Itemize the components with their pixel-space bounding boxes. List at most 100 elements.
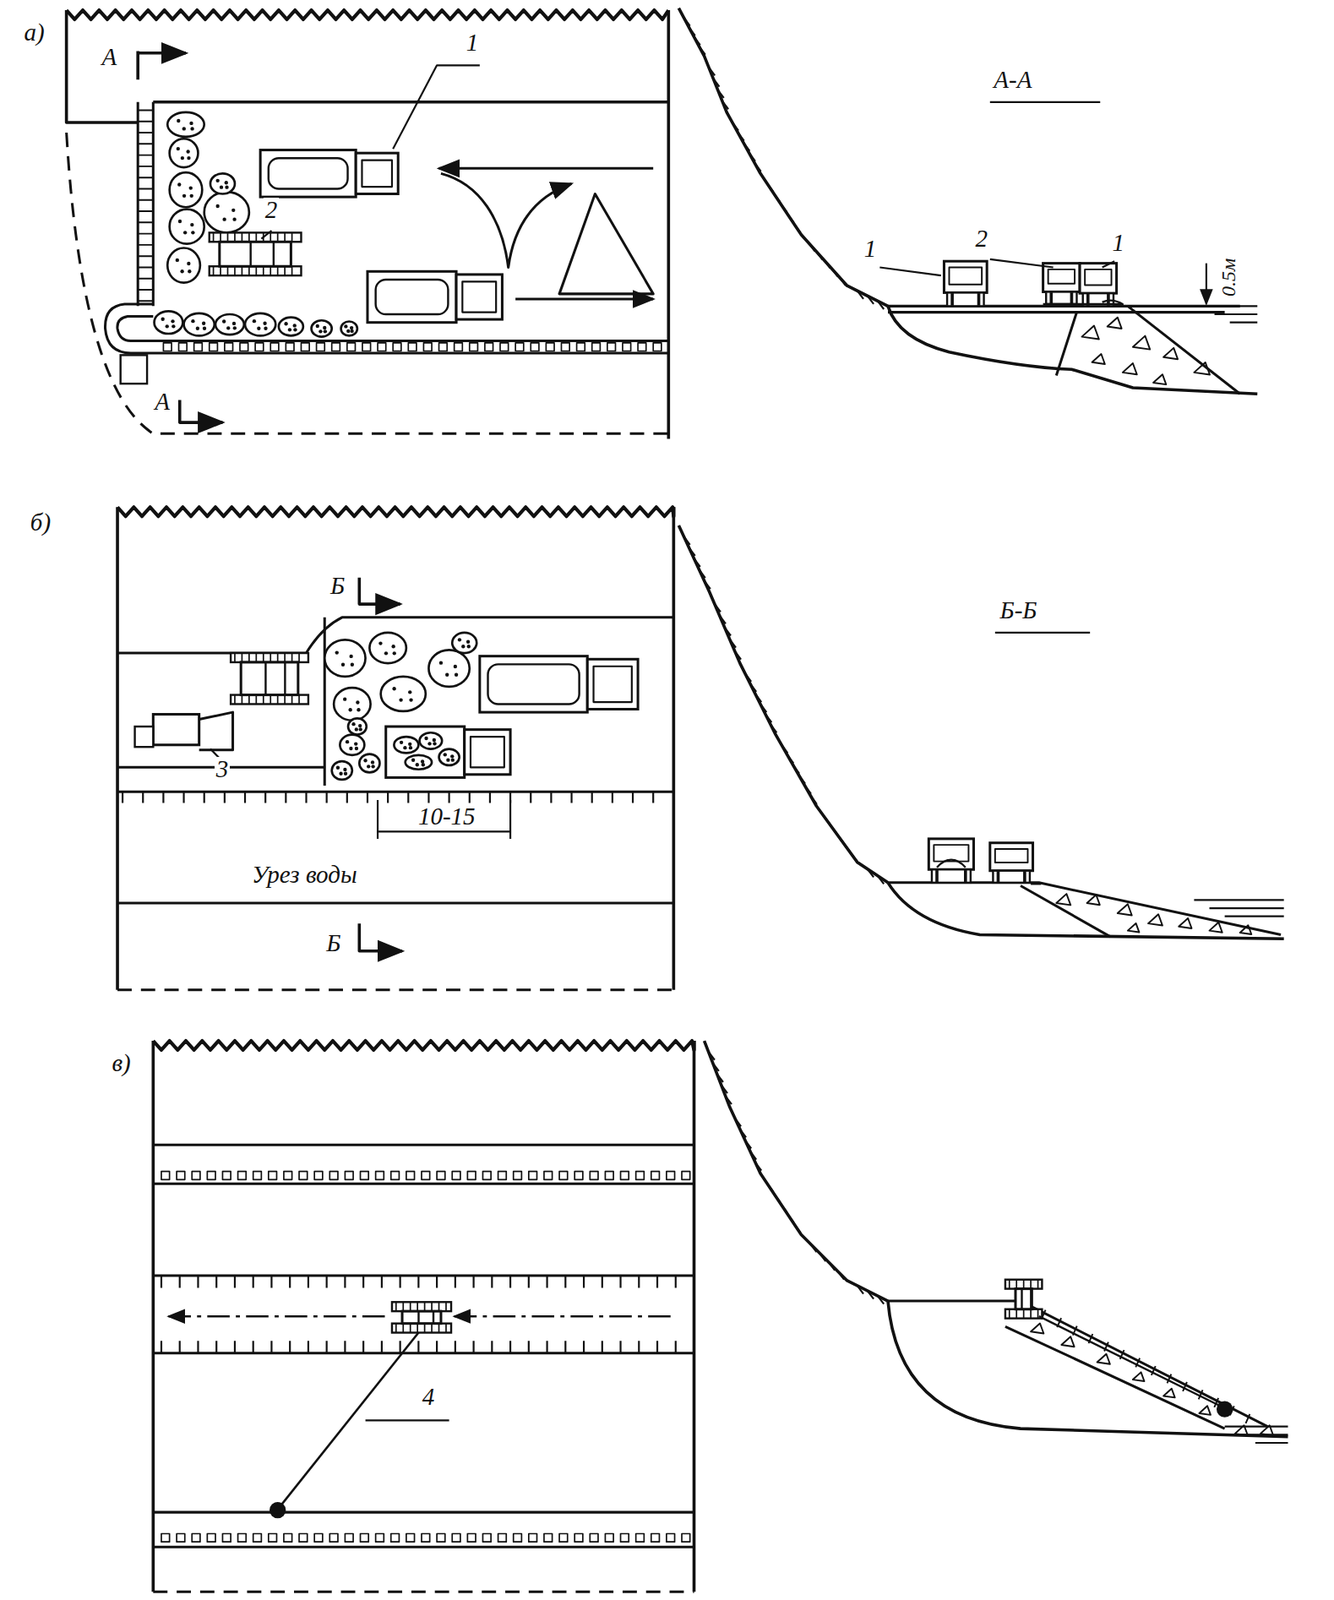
vehicle-chassis [931,869,971,883]
stone-dot [335,650,339,654]
cab-window [462,281,496,312]
stone [215,314,245,335]
vehicle-chassis [992,871,1030,883]
stone-dot [411,758,415,763]
stone-dot [170,319,175,323]
cab-window [470,736,505,768]
plan-boundary [117,988,674,991]
leader-line [1102,261,1115,267]
vehicle-chassis [1045,291,1077,304]
slope-line [704,1040,888,1302]
stone-dot [408,690,412,694]
callout-label: А [152,389,172,414]
stone-dot [262,321,267,326]
plan-outline [66,10,670,439]
stone-dot [392,651,397,655]
edge-blocks [161,1533,691,1542]
stone-dot [349,329,354,333]
stone-dot [443,752,447,757]
stone-dot [466,640,470,644]
truck-body [479,656,588,713]
cable-weight [1216,1400,1233,1417]
vehicle-wheels [952,292,979,306]
rock-fragment [1127,923,1140,933]
rock-fragment [1132,336,1150,350]
stone-dot [354,727,359,731]
stone-dot [219,185,224,189]
rock-fragment [1107,317,1122,329]
stone [169,138,199,168]
title-underline [990,101,1100,104]
stone [419,732,443,749]
stone-dot [224,185,229,189]
slope-ticks [1025,1301,1250,1423]
stone-dot [178,219,182,224]
stone-dot [341,663,345,667]
plan-line [152,1144,694,1184]
callout-label: А [99,44,119,70]
rock-fragment [1178,918,1192,929]
stone-dot [336,766,340,770]
stone-dot [171,324,175,328]
rock-prism [1056,305,1240,394]
stone [451,632,477,654]
stone-dot [467,644,471,648]
stone-dot [201,321,206,326]
stone [332,761,353,780]
callout-label: а) [22,20,47,45]
cab-window [593,666,632,703]
stone-dot [283,321,288,326]
stone-dot [315,324,320,328]
vehicle-window [1084,269,1111,286]
dozer-cab [1021,1289,1031,1310]
stone [278,317,304,337]
stone-dot [450,754,454,758]
stone-dot [346,329,350,333]
rock-fragment [1061,1336,1074,1347]
stone-dot [343,772,348,776]
stone-dot [165,324,169,328]
ground-hatch [683,17,884,310]
stone-dot [190,126,194,131]
rock-layer [1020,883,1111,937]
track-links [234,653,300,704]
stone-dot [348,746,353,751]
dozer-body [402,1311,442,1324]
vehicle-wheels [997,871,1024,883]
rock-fragment [1087,894,1100,905]
dozer-track [209,232,302,242]
stone [341,321,358,336]
rock-fragment [1209,922,1223,933]
truck-load [375,279,449,315]
truck-load [936,860,966,868]
stone-dot [358,724,362,728]
track-links [1009,1279,1039,1319]
stone-dot [175,258,180,262]
stone [439,749,460,766]
stone [167,112,204,137]
truck-load [488,664,580,704]
route-line [168,1315,388,1318]
stone-dot [215,179,219,183]
stone-dot [179,269,184,273]
rock-fragment [1193,362,1210,376]
stone-dot [222,319,226,323]
truck-body [386,726,465,778]
stone-dot [160,317,164,322]
turn-route [559,194,654,295]
stone-dot [359,727,363,731]
title-underline [995,631,1090,634]
stone-dot [183,230,187,235]
stone-dot [432,738,436,742]
truck-cab [355,152,398,194]
leader-line [392,65,480,149]
vehicle-side [943,261,987,293]
rock-fragment [1163,1388,1176,1399]
water-surface [1225,1426,1289,1443]
stone-dot [421,762,425,767]
rock-fragment [1132,1372,1145,1382]
stone-dot [343,696,347,701]
water-surface [1198,305,1258,322]
